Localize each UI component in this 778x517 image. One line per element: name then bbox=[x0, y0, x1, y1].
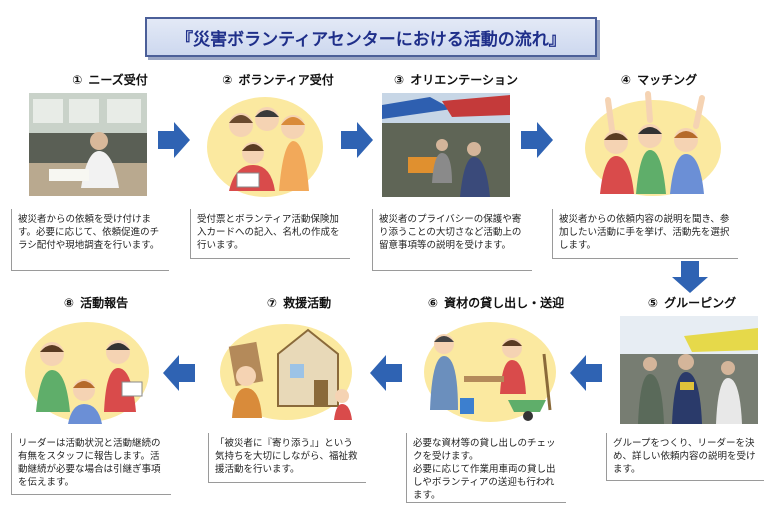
step-3-description: 被災者のプライバシーの保護や寄り添うことの大切さなど活動上の留意事項等の説明を受… bbox=[372, 209, 532, 271]
left-arrow-icon bbox=[370, 355, 402, 391]
volunteer-reception-illustration bbox=[201, 91, 329, 197]
relief-activity-illustration bbox=[212, 314, 360, 422]
step-8-description: リーダーは活動状況と活動継続の有無をスタッフに報告します。活動継続が必要な場合は… bbox=[11, 433, 171, 495]
left-arrow-icon bbox=[570, 355, 602, 391]
left-arrow-icon bbox=[163, 355, 195, 391]
step-5-description: グループをつくり、リーダーを決め、詳しい依頼内容の説明を受けます。 bbox=[606, 433, 764, 481]
right-arrow-icon bbox=[521, 122, 553, 158]
step-6-description: 必要な資材等の貸し出しのチェックを受けます。 必要に応じて作業用車両の貸し出しや… bbox=[406, 433, 566, 503]
orientation-photo bbox=[382, 93, 510, 197]
activity-report-illustration bbox=[18, 312, 156, 424]
grouping-photo bbox=[620, 316, 758, 424]
right-arrow-icon bbox=[158, 122, 190, 158]
down-arrow-icon bbox=[672, 261, 708, 293]
step-2-description: 受付票とボランティア活動保険加入カードへの記入、名札の作成を行います。 bbox=[190, 209, 350, 259]
step-4-description: 被災者からの依頼内容の説明を聞き、参加したい活動に手を挙げ、活動先を選択します。 bbox=[552, 209, 738, 259]
matching-illustration bbox=[578, 90, 728, 198]
right-arrow-icon bbox=[341, 122, 373, 158]
page-title: 『災害ボランティアセンターにおける活動の流れ』 bbox=[145, 17, 597, 57]
step-7-description: 「被災者に『寄り添う』」という気持ちを大切にしながら、福祉救援活動を行います。 bbox=[208, 433, 366, 483]
step-1-description: 被災者からの依頼を受け付けます。必要に応じて、依頼促進のチラシ配付や現地調査を行… bbox=[11, 209, 169, 271]
equipment-lending-illustration bbox=[416, 314, 564, 424]
needs-intake-photo bbox=[29, 93, 147, 196]
